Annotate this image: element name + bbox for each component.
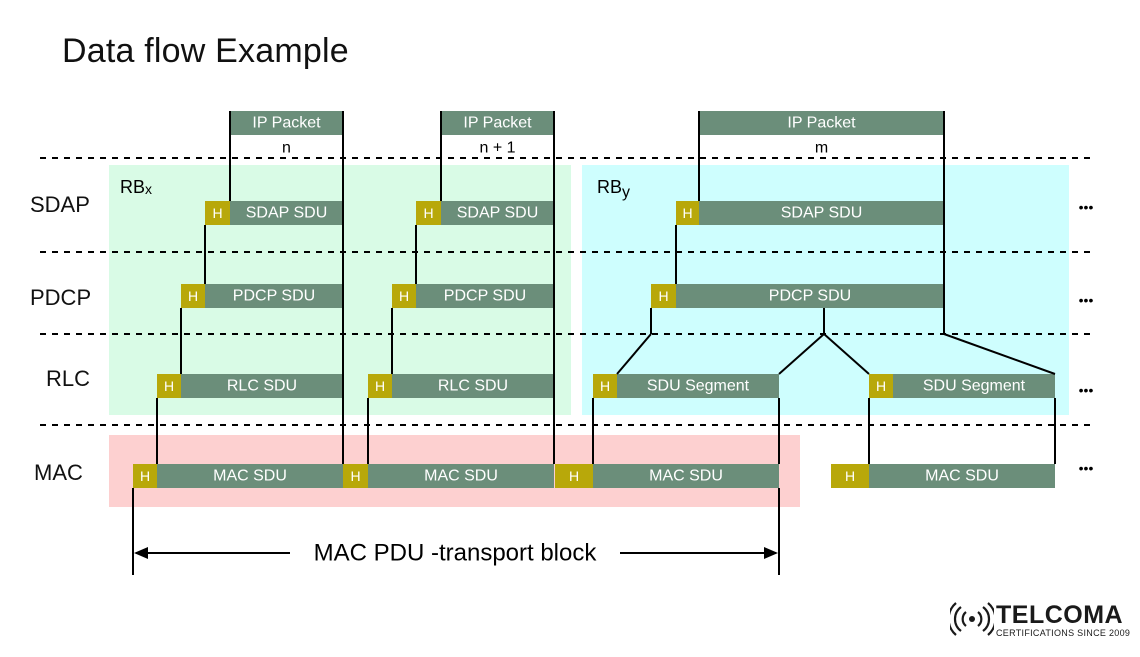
sdap-sdu-box — [441, 201, 554, 225]
sdap-header — [416, 201, 441, 225]
header-label: H — [569, 468, 579, 484]
header-label: H — [876, 378, 886, 394]
rlc-sdu-label: RLC SDU — [227, 378, 297, 395]
rlc-sdu-label: RLC SDU — [438, 378, 508, 395]
header-label: H — [682, 205, 692, 221]
header-label: H — [212, 205, 222, 221]
mac-header — [343, 464, 368, 488]
header-label: H — [600, 378, 610, 394]
pdcp-sdu-label: PDCP SDU — [233, 288, 315, 305]
mac-header — [555, 464, 593, 488]
ip-packet-id: n + 1 — [479, 140, 515, 157]
rlc-header — [593, 374, 617, 398]
arrow-right-icon — [764, 547, 778, 559]
arrow-left-icon — [134, 547, 148, 559]
sdap-sdu-box — [699, 201, 944, 225]
ellipsis: ••• — [1079, 460, 1094, 476]
layer-label-pdcp: PDCP — [30, 285, 92, 310]
rbx-label: RBx — [120, 177, 152, 197]
rlc-sdu-segment-box — [617, 374, 779, 398]
rlc-sdu-box — [181, 374, 343, 398]
rlc-header — [157, 374, 181, 398]
header-label: H — [399, 288, 409, 304]
pdcp-header — [392, 284, 416, 308]
pdcp-sdu-label: PDCP SDU — [444, 288, 526, 305]
mac-sdu-box — [157, 464, 343, 488]
header-label: H — [188, 288, 198, 304]
ip-packet-id: m — [815, 140, 828, 157]
mac-sdu-box — [593, 464, 779, 488]
layer-label-sdap: SDAP — [30, 192, 90, 217]
sdap-sdu-label: SDAP SDU — [246, 205, 328, 222]
pdcp-sdu-label: PDCP SDU — [769, 288, 851, 305]
mac-header — [133, 464, 157, 488]
telcoma-logo: TELCOMA CERTIFICATIONS SINCE 2009 — [950, 601, 1130, 641]
ip-packet-label: IP Packet — [463, 115, 532, 132]
logo-name: TELCOMA — [996, 601, 1124, 629]
mac-sdu-box — [368, 464, 554, 488]
pdcp-header — [651, 284, 676, 308]
mac-sdu-label: MAC SDU — [649, 468, 723, 485]
ip-packet-box — [230, 111, 343, 135]
pdcp-sdu-box — [416, 284, 554, 308]
logo-tagline: CERTIFICATIONS SINCE 2009 — [996, 628, 1131, 638]
mac-sdu-label: MAC SDU — [925, 468, 999, 485]
header-label: H — [350, 468, 360, 484]
segment-connector — [943, 333, 1056, 375]
layer-label-mac: MAC — [34, 460, 83, 485]
ip-packet-box — [441, 111, 554, 135]
ellipsis: ••• — [1079, 292, 1094, 308]
sdap-header — [205, 201, 230, 225]
pdcp-header — [181, 284, 205, 308]
rlc-header — [368, 374, 392, 398]
header-label: H — [423, 205, 433, 221]
mac-sdu-label: MAC SDU — [213, 468, 287, 485]
ip-packet-label: IP Packet — [787, 115, 856, 132]
sdap-sdu-label: SDAP SDU — [781, 205, 863, 222]
sdap-sdu-box — [230, 201, 343, 225]
rlc-sdu-box — [392, 374, 554, 398]
segment-connector — [823, 333, 870, 375]
signal-waves-icon — [950, 602, 994, 636]
sdap-sdu-label: SDAP SDU — [457, 205, 539, 222]
rlc-sdu-segment-label: SDU Segment — [647, 378, 750, 395]
pdcp-sdu-box — [205, 284, 343, 308]
sdap-header — [676, 201, 699, 225]
mac-header — [831, 464, 869, 488]
ip-packet-label: IP Packet — [252, 115, 321, 132]
header-label: H — [375, 378, 385, 394]
rlc-sdu-segment-box — [893, 374, 1055, 398]
header-label: H — [845, 468, 855, 484]
header-label: H — [658, 288, 668, 304]
ip-packet-id: n — [282, 140, 291, 157]
mac-sdu-label: MAC SDU — [424, 468, 498, 485]
segment-connector — [616, 333, 652, 375]
rlc-sdu-segment-label: SDU Segment — [923, 378, 1026, 395]
mac-sdu-box — [869, 464, 1055, 488]
header-label: H — [164, 378, 174, 394]
segment-connector — [778, 333, 825, 375]
ellipsis: ••• — [1079, 199, 1094, 215]
ip-packet-box — [699, 111, 944, 135]
rlc-header — [869, 374, 893, 398]
layer-label-rlc: RLC — [46, 366, 91, 391]
page-title: Data flow Example — [62, 32, 349, 70]
ellipsis: ••• — [1079, 382, 1094, 398]
pdcp-sdu-box — [676, 284, 944, 308]
mac-pdu-label: MAC PDU -transport block — [314, 540, 598, 567]
header-label: H — [140, 468, 150, 484]
rby-label: RBy — [597, 177, 630, 201]
